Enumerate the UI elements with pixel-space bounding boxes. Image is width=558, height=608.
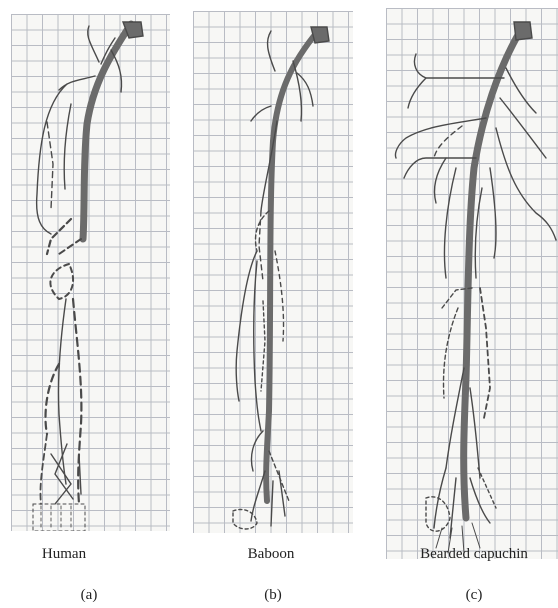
species-label-capuchin: Bearded capuchin bbox=[420, 546, 528, 563]
panel-letter-b: (b) bbox=[264, 587, 282, 604]
species-label-human: Human bbox=[42, 546, 86, 563]
panel-capuchin-drawing bbox=[386, 8, 558, 559]
main-artery-trunk bbox=[266, 31, 318, 501]
panel-letter-c: (c) bbox=[466, 587, 483, 604]
species-label-baboon: Baboon bbox=[248, 546, 295, 563]
baboon-vessel-sketch bbox=[193, 11, 353, 533]
panel-baboon-drawing bbox=[193, 11, 353, 533]
main-artery-trunk bbox=[83, 24, 131, 239]
panel-letter-a: (a) bbox=[81, 587, 98, 604]
human-vessel-sketch bbox=[11, 14, 170, 531]
panel-human-drawing bbox=[11, 14, 170, 531]
main-artery-trunk bbox=[464, 28, 522, 518]
capuchin-vessel-sketch bbox=[386, 8, 558, 559]
